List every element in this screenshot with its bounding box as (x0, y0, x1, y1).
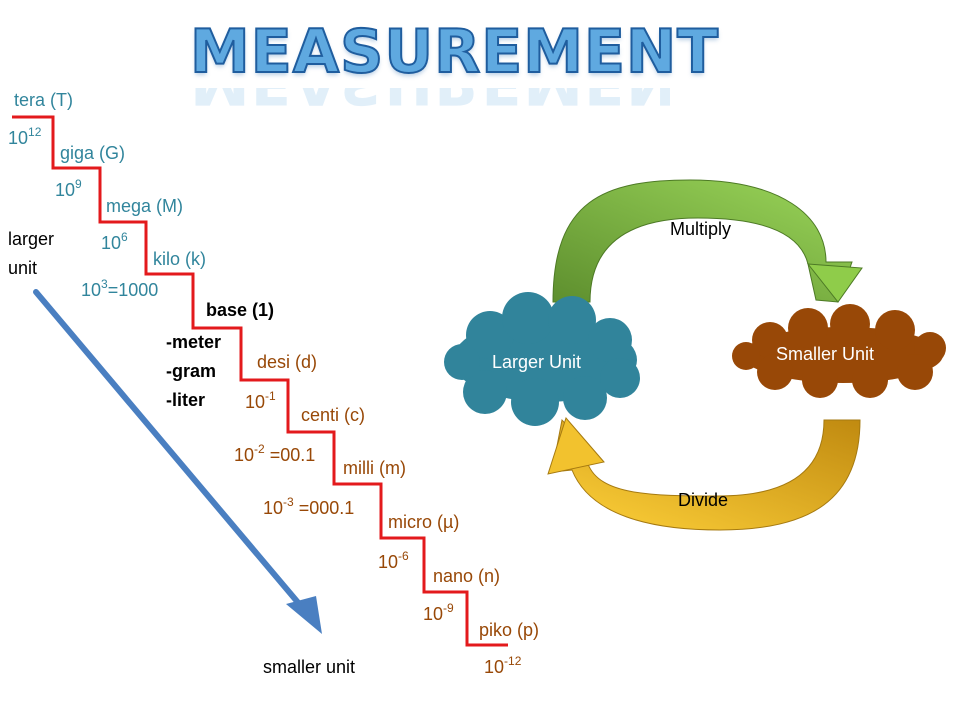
smaller-unit-cloud-label: Smaller Unit (776, 344, 875, 364)
base-unit-meter: -meter (166, 332, 222, 352)
prefix-label-centi: centi (c) (301, 405, 366, 425)
power-label-centi: 10-2 =00.1 (234, 442, 316, 465)
page-title: MEASUREMENT (189, 16, 720, 88)
power-label-giga: 109 (55, 177, 82, 200)
base-unit-liter: -liter (166, 390, 206, 410)
prefix-staircase-line (12, 115, 508, 647)
larger-unit-label-line2: unit (8, 258, 38, 278)
divide-arrow (551, 418, 861, 531)
base-unit-gram: -gram (166, 361, 217, 381)
larger-unit-label-line1: larger (8, 229, 55, 249)
prefix-label-tera: tera (T) (14, 90, 74, 110)
power-label-micro: 10-6 (378, 549, 409, 572)
prefix-label-nano: nano (n) (433, 566, 501, 586)
prefix-label-piko: piko (p) (479, 620, 540, 640)
power-label-kilo: 103=1000 (81, 277, 159, 300)
prefix-label-micro: micro (µ) (388, 512, 460, 532)
power-label-milli: 10-3 =000.1 (263, 495, 355, 518)
smaller-unit-cloud (732, 304, 946, 398)
smaller-unit-label: smaller unit (263, 657, 356, 677)
base-label: base (1) (206, 300, 275, 320)
larger-unit-cloud-label: Larger Unit (492, 352, 582, 372)
larger-to-smaller-arrow (33, 289, 322, 634)
power-label-tera: 1012 (8, 125, 42, 148)
multiply-arrow (552, 179, 853, 303)
multiply-label: Multiply (670, 219, 732, 239)
power-label-mega: 106 (101, 230, 128, 253)
divide-label: Divide (678, 490, 729, 510)
power-label-desi: 10-1 (245, 389, 276, 412)
prefix-label-desi: desi (d) (257, 352, 318, 372)
prefix-label-kilo: kilo (k) (153, 249, 206, 269)
power-label-nano: 10-9 (423, 601, 454, 624)
prefix-label-giga: giga (G) (60, 143, 126, 163)
prefix-label-milli: milli (m) (343, 458, 406, 478)
power-label-piko: 10-12 (484, 654, 522, 677)
prefix-label-mega: mega (M) (106, 196, 184, 216)
larger-unit-cloud (444, 292, 640, 426)
